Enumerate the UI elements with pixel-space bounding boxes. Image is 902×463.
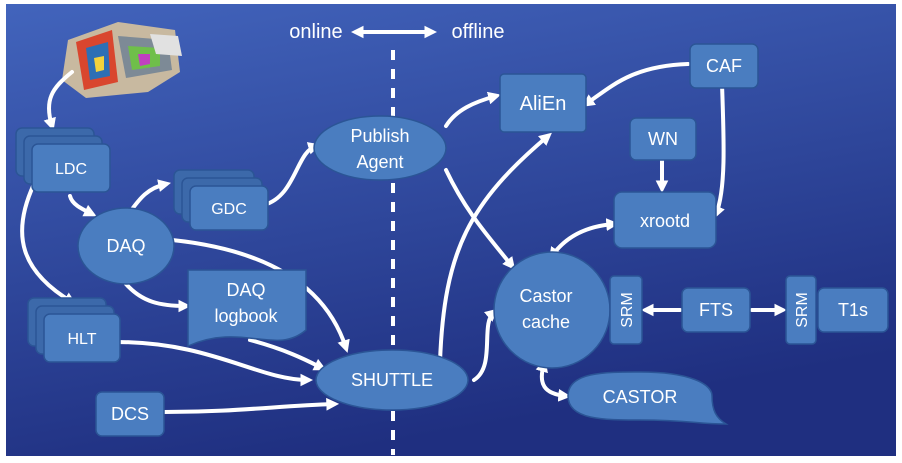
arrow-logbook-to-shuttle	[248, 338, 327, 371]
gdc-node: GDC	[173, 169, 269, 231]
offline-label: offline	[451, 21, 504, 43]
castor-node: CASTOR	[567, 371, 729, 425]
ldc-label: LDC	[55, 161, 87, 178]
arrow-daq-to-logbook	[124, 282, 192, 313]
castor-label: CASTOR	[603, 387, 678, 407]
alien-node: AliEn	[499, 73, 587, 133]
dcs-label: DCS	[111, 404, 149, 424]
arrow-caf-to-alien	[581, 62, 690, 107]
caf-label: CAF	[706, 56, 742, 76]
arrow-detector-to-ldc	[43, 70, 74, 131]
arrow-caf-to-xrootd	[713, 82, 726, 219]
arrow-gdc-to-publish-agent	[262, 142, 321, 207]
hlt-label: HLT	[67, 331, 96, 348]
t1s-label: T1s	[838, 300, 868, 320]
online-label: online	[289, 21, 342, 43]
hlt-node: HLT	[27, 297, 121, 363]
arrow-shuttle-to-castor-cache	[472, 308, 498, 382]
xrootd-label: xrootd	[640, 211, 690, 231]
caf-node: CAF	[689, 43, 759, 89]
gdc-label: GDC	[211, 201, 247, 218]
wn-label: WN	[648, 129, 678, 149]
arrow-hlt-to-shuttle	[114, 340, 314, 387]
arrow-xrootd-castor-cache	[549, 218, 620, 261]
castor-cache-node: Castor cache	[493, 251, 611, 369]
arrow-ldc-to-daq	[68, 194, 97, 217]
castor-cache-label-line1: Castor	[519, 286, 572, 306]
arrow-shuttle-to-alien	[438, 132, 552, 364]
shuttle-node: SHUTTLE	[315, 349, 469, 411]
arrow-dcs-to-shuttle	[162, 397, 340, 414]
arrow-castor-castor-cache	[535, 359, 572, 402]
srm-right-label: SRM	[794, 292, 811, 328]
daq-logbook-label-line2: logbook	[214, 306, 278, 326]
ldc-node: LDC	[15, 127, 111, 193]
arrow-publish-agent-to-castor-cache	[444, 168, 516, 270]
daq-logbook-node: DAQ logbook	[187, 269, 307, 348]
alien-label: AliEn	[520, 93, 567, 115]
t1s-node: T1s	[817, 287, 889, 333]
xrootd-node: xrootd	[613, 191, 717, 249]
detector-illustration	[62, 22, 182, 98]
fts-node: FTS	[681, 287, 751, 333]
shuttle-label: SHUTTLE	[351, 370, 433, 390]
daq-node: DAQ	[77, 207, 175, 285]
daq-label: DAQ	[106, 236, 145, 256]
daq-logbook-label-line1: DAQ	[226, 280, 265, 300]
publish-agent-label-line2: Agent	[356, 152, 403, 172]
dcs-node: DCS	[95, 391, 165, 437]
srm-right-node: SRM	[785, 275, 817, 345]
arrow-ldc-to-hlt	[20, 182, 77, 305]
fts-label: FTS	[699, 300, 733, 320]
arrow-publish-agent-to-alien	[444, 91, 501, 128]
publish-agent-node: Publish Agent	[313, 115, 447, 181]
srm-left-label: SRM	[619, 292, 636, 328]
castor-cache-label-line2: cache	[522, 312, 570, 332]
publish-agent-label-line1: Publish	[350, 126, 409, 146]
wn-node: WN	[629, 117, 697, 161]
srm-left-node: SRM	[609, 275, 643, 345]
